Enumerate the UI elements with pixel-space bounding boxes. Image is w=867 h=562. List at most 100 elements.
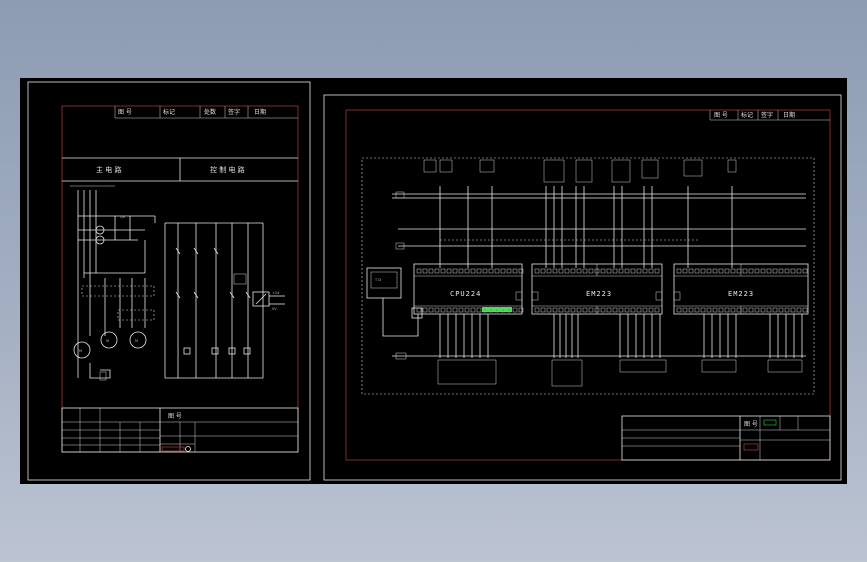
right-header-label-3: 签字 <box>761 111 773 119</box>
terminal-screw <box>630 268 636 274</box>
terminal-screw <box>682 307 688 313</box>
terminal-strips <box>416 268 808 313</box>
svg-text:M: M <box>135 339 138 343</box>
right-title-block: 图 号 <box>621 415 831 461</box>
terminal-screw <box>796 268 802 274</box>
terminal-screw <box>434 307 440 313</box>
terminal-screw <box>730 268 736 274</box>
right-drawing-sheet[interactable]: 图 号 标记 签字 日期 <box>323 94 842 481</box>
terminal-screw <box>428 268 434 274</box>
drawing-canvas: 图 号 标记 处数 签字 日期 主 电 路 控 制 电 路 <box>27 81 842 481</box>
terminal-screw <box>630 307 636 313</box>
terminal-screw <box>452 307 458 313</box>
left-header-label-4: 签字 <box>228 108 240 116</box>
hmi-panel: T D <box>366 267 423 337</box>
left-section-band: 主 电 路 控 制 电 路 <box>62 157 298 182</box>
plc-module-em223-1: EM223 <box>531 263 663 315</box>
terminal-screw <box>582 307 588 313</box>
terminal-screw <box>612 268 618 274</box>
terminal-screw <box>422 268 428 274</box>
terminal-screw <box>440 268 446 274</box>
right-header-block: 图 号 标记 签字 日期 <box>709 110 830 121</box>
terminal-screw <box>588 307 594 313</box>
terminal-screw <box>606 307 612 313</box>
terminal-screw <box>724 307 730 313</box>
terminal-screw <box>706 307 712 313</box>
left-title-block: 图 号 <box>61 407 299 453</box>
svg-text:T D: T D <box>374 278 381 282</box>
input-drops <box>439 186 733 268</box>
terminal-screw <box>500 307 506 313</box>
terminal-screw <box>688 268 694 274</box>
terminal-screw <box>576 268 582 274</box>
control-ladder-circuit: +24 0V <box>164 222 285 379</box>
terminal-screw <box>458 268 464 274</box>
svg-text:M: M <box>106 339 109 343</box>
terminal-screw <box>694 307 700 313</box>
em223-label-1: EM223 <box>586 290 612 298</box>
right-header-label-1: 图 号 <box>714 112 728 119</box>
terminal-screw <box>506 268 512 274</box>
terminal-screw <box>552 307 558 313</box>
terminal-screw <box>570 268 576 274</box>
terminal-screw <box>676 268 682 274</box>
coil-km4 <box>243 347 251 355</box>
terminal-screw <box>452 268 458 274</box>
left-sheet-frame <box>27 81 311 481</box>
terminal-screw <box>564 307 570 313</box>
terminal-screw <box>606 268 612 274</box>
terminal-screw <box>718 307 724 313</box>
scale-bar <box>161 446 185 452</box>
revision-stamp <box>763 419 777 426</box>
em223-label-2: EM223 <box>728 290 754 298</box>
plc-module-cpu224: CPU224 <box>413 263 523 315</box>
terminal-screw <box>802 307 808 313</box>
terminal-screw <box>700 307 706 313</box>
terminal-screw <box>624 268 630 274</box>
terminal-screw <box>446 307 452 313</box>
terminal-screw <box>706 268 712 274</box>
terminal-screw <box>784 268 790 274</box>
terminal-screw <box>648 268 654 274</box>
terminal-screw <box>718 268 724 274</box>
svg-text:0V: 0V <box>272 307 277 311</box>
terminal-screw <box>434 268 440 274</box>
terminal-screw <box>636 268 642 274</box>
terminal-screw <box>754 307 760 313</box>
terminal-screw <box>494 307 500 313</box>
terminal-screw <box>594 268 600 274</box>
svg-text:M: M <box>79 349 82 353</box>
signal-buses <box>392 191 806 360</box>
terminal-screw <box>494 268 500 274</box>
terminal-screw <box>700 268 706 274</box>
terminal-screw <box>712 268 718 274</box>
motor-m2-icon <box>100 331 118 349</box>
cad-viewport[interactable]: 图 号 标记 处数 签字 日期 主 电 路 控 制 电 路 <box>20 78 847 484</box>
coil-km2 <box>211 347 219 355</box>
terminal-screw <box>540 307 546 313</box>
terminal-screw <box>446 268 452 274</box>
terminal-screw <box>588 268 594 274</box>
output-drops <box>439 314 803 358</box>
terminal-screw <box>712 307 718 313</box>
terminal-screw <box>778 307 784 313</box>
terminal-screw <box>748 268 754 274</box>
terminal-screw <box>654 268 660 274</box>
terminal-screw <box>766 268 772 274</box>
terminal-screw <box>488 268 494 274</box>
left-header-block: 图 号 标记 处数 签字 日期 <box>114 106 298 119</box>
terminal-screw <box>470 268 476 274</box>
terminal-screw <box>422 307 428 313</box>
terminal-screw <box>416 268 422 274</box>
terminal-screw <box>636 307 642 313</box>
motor-m1-icon <box>73 341 91 359</box>
left-drawing-sheet[interactable]: 图 号 标记 处数 签字 日期 主 电 路 控 制 电 路 <box>27 81 311 481</box>
terminal-screw <box>570 307 576 313</box>
terminal-screw <box>476 268 482 274</box>
terminal-screw <box>760 307 766 313</box>
terminal-screw <box>760 268 766 274</box>
terminal-screw <box>618 307 624 313</box>
thermal-relay <box>117 309 155 321</box>
right-header-label-4: 日期 <box>783 111 795 119</box>
terminal-screw <box>534 307 540 313</box>
